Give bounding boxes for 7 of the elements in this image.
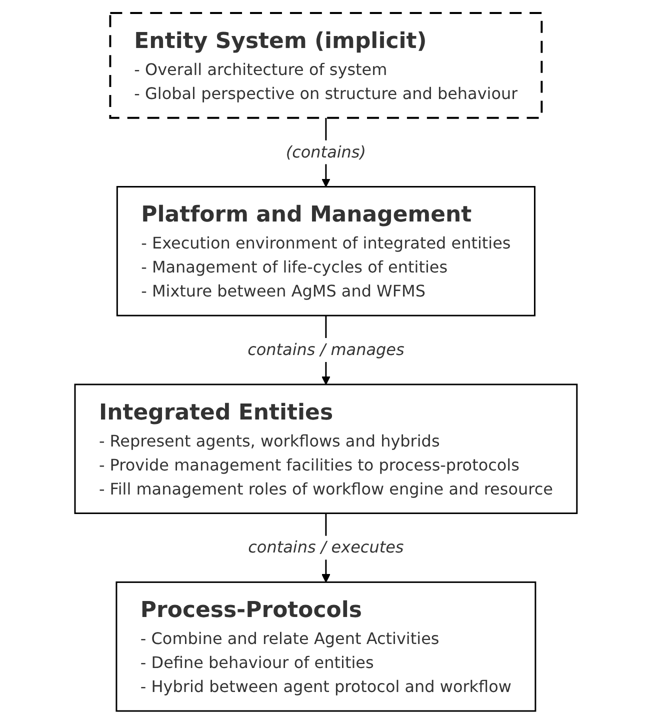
edge-label: contains / manages bbox=[247, 340, 404, 359]
node-box: Platform and Management - Execution environment of integrated entities - Management of life-cycles of entities - Mixture between AgMS and WFMS bbox=[116, 186, 536, 316]
node-box: Integrated Entities - Represent agents, workflows and hybrids - Provide management facilities to process-protocols - Fill management roles of workflow engine and resource bbox=[74, 384, 578, 514]
node-box: Entity System (implicit) - Overall architecture of system - Global perspective on structure and behaviour bbox=[108, 12, 542, 119]
edge-label: contains / executes bbox=[248, 538, 404, 557]
edge-label: (contains) bbox=[285, 142, 366, 162]
node-box: Process-Protocols - Combine and relate Agent Activities - Define behaviour of entities - Hybrid between agent protocol and workflow bbox=[115, 581, 536, 712]
